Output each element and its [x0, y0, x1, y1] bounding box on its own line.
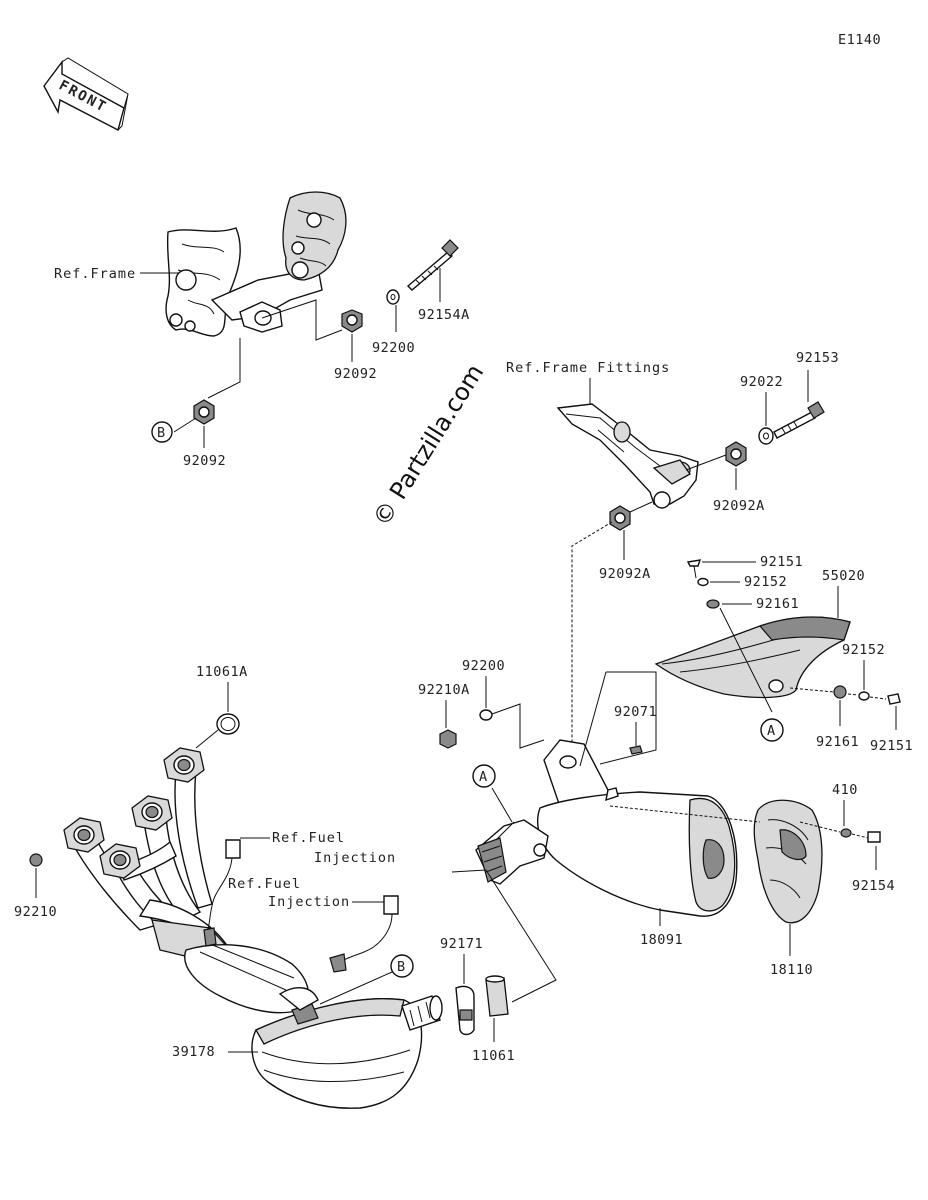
part-label-92210: 92210: [14, 904, 57, 920]
bolt-92154-icon: [867, 831, 881, 843]
nut-92210-icon: [29, 853, 43, 867]
part-label-92151-b: 92151: [870, 738, 913, 754]
callout-b-top: [151, 421, 173, 443]
diagram-id: E1140: [838, 32, 881, 48]
part-label-92092-b: 92092: [183, 453, 226, 469]
grommet-92161-a-icon: [706, 599, 720, 609]
washer-92152-a-icon: [697, 577, 709, 587]
nut-92092A-lower-icon: [609, 505, 631, 531]
collar-410-icon: [840, 828, 852, 838]
callout-a-left: [472, 764, 496, 788]
callout-b-bottom: [390, 954, 414, 978]
ref-frame-fittings-label: Ref.Frame Fittings: [506, 360, 670, 376]
part-label-92152-a: 92152: [744, 574, 787, 590]
part-label-92022: 92022: [740, 374, 783, 390]
callout-a-right: [760, 718, 784, 742]
bolt-92154A-icon: [406, 239, 459, 291]
screw-92151-a-icon: [686, 559, 702, 579]
ref-fuel-injection-1a: Ref.Fuel: [272, 830, 345, 846]
part-label-92200-top: 92200: [372, 340, 415, 356]
o2-sensor-1-icon: [203, 839, 241, 947]
o2-sensor-2-icon: [329, 895, 399, 973]
muffler-cover-18110-illustration: [753, 799, 823, 924]
grommet-92161-b-icon: [833, 685, 847, 699]
part-label-92154A: 92154A: [418, 307, 470, 323]
part-label-410: 410: [832, 782, 858, 798]
part-label-11061: 11061: [472, 1048, 515, 1064]
part-label-92092A-2: 92092A: [599, 566, 651, 582]
part-label-39178: 39178: [172, 1044, 215, 1060]
part-label-92161-a: 92161: [756, 596, 799, 612]
watermark: © Partzilla.com: [367, 359, 489, 531]
callout-b-bottom-label: B: [397, 959, 406, 975]
chamber-39178-illustration: [251, 987, 443, 1109]
clamp-92171-icon: [455, 985, 475, 1036]
washer-92200-mid-icon: [479, 709, 493, 721]
ref-fuel-injection-2a: Ref.Fuel: [228, 876, 301, 892]
part-label-92200-mid: 92200: [462, 658, 505, 674]
part-label-18110: 18110: [770, 962, 813, 978]
heat-guard-55020-illustration: [654, 616, 851, 699]
part-label-18091: 18091: [640, 932, 683, 948]
callout-a-left-label: A: [479, 769, 488, 785]
washer-92152-b-icon: [858, 691, 870, 701]
ref-fuel-injection-2b: Injection: [268, 894, 350, 910]
washer-92200-icon: [386, 289, 400, 305]
part-label-11061A: 11061A: [196, 664, 248, 680]
muffler-18091-illustration: [537, 739, 738, 917]
nut-92092-b-icon: [193, 399, 215, 425]
part-label-92161-b: 92161: [816, 734, 859, 750]
part-label-92092A-1: 92092A: [713, 498, 765, 514]
bolt-92153-icon: [773, 401, 825, 439]
part-label-92210A: 92210A: [418, 682, 470, 698]
part-label-92171: 92171: [440, 936, 483, 952]
part-label-92152-b: 92152: [842, 642, 885, 658]
exhaust-headers-illustration: [63, 747, 310, 1014]
gasket-11061-icon: [485, 975, 509, 1017]
part-label-92154: 92154: [852, 878, 895, 894]
frame-fittings-illustration: [556, 403, 699, 509]
front-arrow-icon: FRONT: [43, 57, 129, 132]
part-label-92092-top: 92092: [334, 366, 377, 382]
ref-fuel-injection-1b: Injection: [314, 850, 396, 866]
part-label-92151-a: 92151: [760, 554, 803, 570]
nut-92092-icon: [341, 309, 363, 333]
washer-92022-icon: [758, 427, 774, 445]
part-label-55020: 55020: [822, 568, 865, 584]
nut-92210A-icon: [439, 729, 457, 749]
nut-92092A-icon: [725, 441, 747, 467]
frame-illustration: [165, 191, 347, 337]
part-label-92071: 92071: [614, 704, 657, 720]
gasket-11061A-icon: [216, 713, 240, 735]
screw-92151-b-icon: [887, 693, 901, 705]
pipe-link-illustration: [475, 819, 549, 885]
callout-a-right-label: A: [767, 723, 776, 739]
part-label-92153: 92153: [796, 350, 839, 366]
ref-frame-label: Ref.Frame: [54, 266, 136, 282]
callout-b-top-label: B: [157, 425, 166, 441]
